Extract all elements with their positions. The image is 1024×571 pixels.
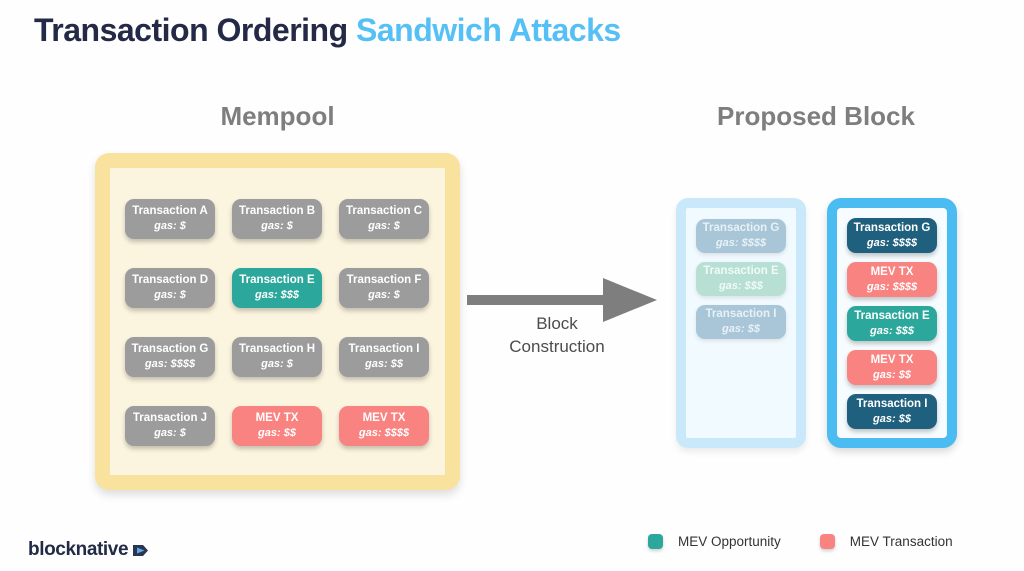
transaction-label: Transaction J — [132, 412, 208, 425]
transaction-label: Transaction G — [853, 221, 931, 234]
transaction-gas: gas: $ — [261, 358, 293, 371]
mev-transaction-swatch-icon — [819, 534, 835, 549]
legend-item-mev-opportunity: MEV Opportunity — [648, 534, 781, 549]
transaction-label: MEV TX — [255, 412, 299, 425]
blocknative-logo-text: blocknative — [28, 539, 129, 560]
transaction-gas: gas: $ — [261, 220, 293, 233]
mempool-card-mev-tx-1: MEV TX gas: $$ — [232, 406, 322, 446]
block-construction-line1: Block — [536, 314, 578, 333]
final-card-mev-tx-back: MEV TX gas: $$ — [847, 350, 937, 385]
transaction-label: Transaction E — [854, 309, 930, 322]
final-card-e: Transaction E gas: $$$ — [847, 306, 937, 341]
transaction-gas: gas: $$$$ — [866, 280, 918, 293]
blocknative-logo-icon — [133, 544, 149, 556]
transaction-label: Transaction I — [856, 397, 928, 410]
transaction-label: Transaction C — [345, 205, 423, 218]
legend-label: MEV Opportunity — [678, 534, 781, 549]
mempool-card-e-mev-opportunity: Transaction E gas: $$$ — [232, 268, 322, 308]
transaction-gas: gas: $ — [154, 289, 186, 302]
transaction-gas: gas: $$$ — [869, 324, 915, 337]
transaction-gas: gas: $$$ — [718, 280, 764, 293]
transaction-label: Transaction E — [703, 265, 779, 278]
mempool-card-mev-tx-2: MEV TX gas: $$$$ — [339, 406, 429, 446]
final-card-i: Transaction I gas: $$ — [847, 394, 937, 429]
mempool-card-a: Transaction A gas: $ — [125, 199, 215, 239]
mempool-card-f: Transaction F gas: $ — [339, 268, 429, 308]
transaction-label: Transaction G — [702, 222, 780, 235]
transaction-gas: gas: $$$$ — [866, 236, 918, 249]
transaction-label: Transaction B — [238, 205, 316, 218]
page-title: Transaction Ordering Sandwich Attacks — [34, 12, 621, 49]
transaction-label: Transaction D — [131, 274, 209, 287]
mempool-card-i: Transaction I gas: $$ — [339, 337, 429, 377]
transaction-gas: gas: $$$$ — [715, 237, 767, 250]
transaction-label: Transaction I — [705, 308, 777, 321]
transaction-label: MEV TX — [870, 265, 914, 278]
transaction-gas: gas: $$ — [365, 358, 403, 371]
candidate-block-container: Transaction G gas: $$$$ Transaction E ga… — [676, 198, 806, 448]
block-construction-line2: Construction — [509, 336, 605, 356]
candidate-card-i: Transaction I gas: $$ — [696, 305, 786, 339]
legend-item-mev-transaction: MEV Transaction — [819, 534, 953, 549]
transaction-label: Transaction A — [132, 205, 208, 218]
final-card-mev-tx-front: MEV TX gas: $$$$ — [847, 262, 937, 297]
proposed-block-heading: Proposed Block — [717, 101, 915, 131]
mempool-card-g: Transaction G gas: $$$$ — [125, 337, 215, 377]
transaction-label: MEV TX — [362, 412, 406, 425]
mempool-card-c: Transaction C gas: $ — [339, 199, 429, 239]
transaction-gas: gas: $$$ — [254, 289, 300, 302]
transaction-label: Transaction F — [346, 274, 422, 287]
transaction-gas: gas: $ — [154, 427, 186, 440]
mempool-heading: Mempool — [220, 101, 335, 131]
blocknative-logo: blocknative — [28, 539, 149, 561]
title-main: Transaction Ordering — [34, 12, 348, 48]
mempool-card-h: Transaction H gas: $ — [232, 337, 322, 377]
transaction-label: MEV TX — [870, 353, 914, 366]
final-block-container: Transaction G gas: $$$$ MEV TX gas: $$$$… — [827, 198, 957, 448]
title-accent: Sandwich Attacks — [356, 12, 621, 48]
transaction-label: Transaction E — [239, 274, 315, 287]
transaction-gas: gas: $$ — [873, 412, 911, 425]
transaction-gas: gas: $ — [154, 220, 186, 233]
transaction-label: Transaction H — [238, 343, 316, 356]
transaction-gas: gas: $$$$ — [358, 427, 410, 440]
transaction-gas: gas: $ — [368, 289, 400, 302]
mempool-card-j: Transaction J gas: $ — [125, 406, 215, 446]
legend-label: MEV Transaction — [849, 534, 953, 549]
transaction-gas: gas: $$$$ — [144, 358, 196, 371]
mev-opportunity-swatch-icon — [648, 534, 663, 549]
mempool-card-d: Transaction D gas: $ — [125, 268, 215, 308]
transaction-label: Transaction G — [131, 343, 209, 356]
transaction-label: Transaction I — [348, 343, 420, 356]
transaction-gas: gas: $ — [368, 220, 400, 233]
block-construction-arrow-icon — [467, 278, 657, 322]
block-construction-label: Block Construction — [468, 313, 646, 359]
transaction-gas: gas: $$ — [722, 323, 760, 336]
mempool-card-b: Transaction B gas: $ — [232, 199, 322, 239]
transaction-gas: gas: $$ — [258, 427, 296, 440]
transaction-gas: gas: $$ — [873, 368, 911, 381]
final-card-g: Transaction G gas: $$$$ — [847, 218, 937, 253]
mempool-container: Transaction A gas: $ Transaction B gas: … — [95, 153, 460, 490]
candidate-card-e: Transaction E gas: $$$ — [696, 262, 786, 296]
legend: MEV Opportunity MEV Transaction — [648, 534, 953, 549]
candidate-card-g: Transaction G gas: $$$$ — [696, 219, 786, 253]
